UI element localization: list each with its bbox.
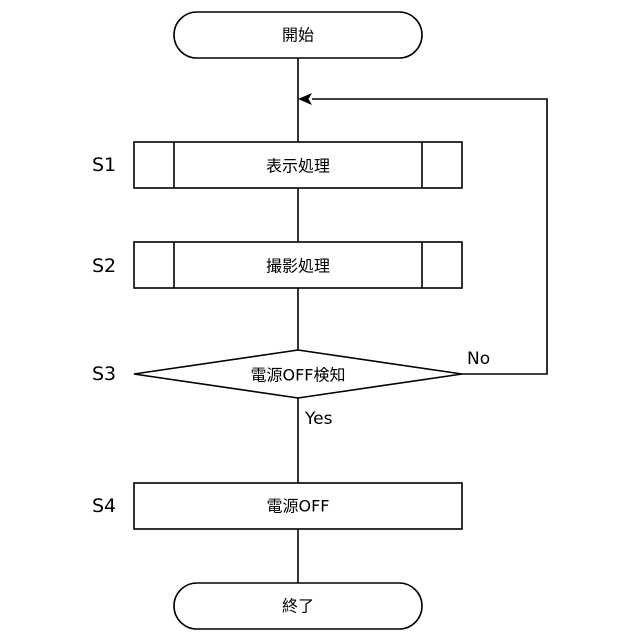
start-label: 開始 — [282, 26, 314, 45]
branch-yes-label: Yes — [304, 409, 333, 429]
s3-label: 電源OFF検知 — [250, 366, 345, 385]
edge-s3-no-loop — [312, 99, 547, 374]
s2-label: 撮影処理 — [266, 257, 330, 276]
decision-s3: 電源OFF検知 — [134, 350, 462, 398]
end-label: 終了 — [282, 597, 314, 616]
step-id-s2: S2 — [92, 255, 116, 277]
predefined-process-s2: 撮影処理 — [134, 242, 462, 288]
end-terminal: 終了 — [174, 583, 422, 629]
predefined-process-s1: 表示処理 — [134, 142, 462, 188]
start-terminal: 開始 — [174, 12, 422, 58]
s1-label: 表示処理 — [266, 157, 330, 176]
branch-no-label: No — [467, 349, 490, 369]
process-s4: 電源OFF — [134, 483, 462, 529]
step-id-s1: S1 — [92, 154, 116, 176]
step-id-s4: S4 — [92, 495, 116, 517]
step-id-s3: S3 — [92, 363, 116, 385]
s4-label: 電源OFF — [266, 497, 329, 516]
